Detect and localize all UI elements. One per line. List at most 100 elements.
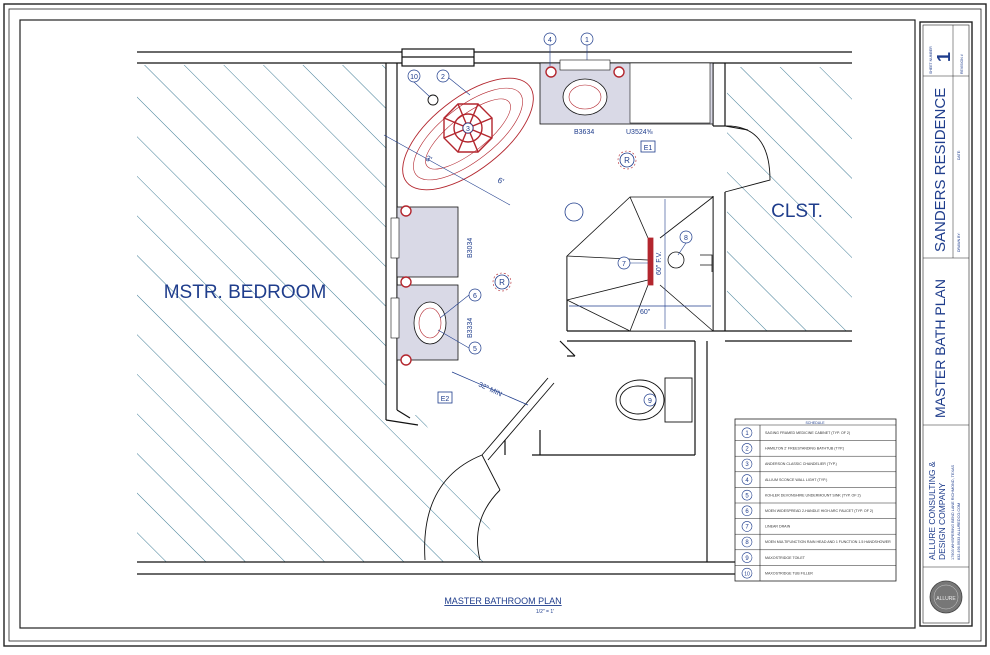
- legend-text: ALLIUM SCONCE WALL LIGHT (TYP.): [765, 478, 827, 482]
- tags: [437, 140, 656, 404]
- toilet: [615, 377, 693, 423]
- legend-num: 10: [744, 571, 750, 577]
- callout-5: 5: [473, 346, 477, 353]
- callout-2: 2: [441, 74, 445, 81]
- legend-row: 1 SAGING FRAMED MEDICINE CABINET (TYP. OF…: [741, 427, 850, 439]
- legend-row: 9 MAXOSTRIDGE TOILET: [741, 552, 806, 563]
- tag-r-1: R: [624, 156, 630, 165]
- legend-row: 8 MOEN MULTIFUNCTION RAIN HEAD AND 1 FUNC…: [741, 536, 891, 548]
- bedroom-label: MSTR. BEDROOM: [164, 282, 327, 303]
- project-name: SANDERS RESIDENCE: [932, 88, 949, 252]
- legend-num: 8: [745, 540, 749, 546]
- shower-height-label: 60" F.V.: [656, 251, 663, 275]
- legend-text: HAMILTON 2' FREESTANDING BATHTUB (TYP.): [765, 447, 844, 451]
- left-cabinet-1-label: B3034: [467, 238, 474, 258]
- company-contact: 832.496.9933 ALLUREDCO.COM: [957, 503, 961, 560]
- callout-8: 8: [684, 235, 688, 242]
- sconce-icon: [545, 66, 557, 78]
- legend-table: SCHEDULE: [734, 418, 897, 582]
- legend-num: 7: [745, 525, 749, 531]
- callout-7: 7: [622, 261, 626, 268]
- top-sink: [562, 78, 608, 116]
- drawn-by-label: DRAWN BY:: [957, 232, 961, 252]
- clearance-label: 32" MIN: [477, 381, 503, 398]
- legend-row: 3 ANDERSON CLASSIC CHANDELIER (TYP.): [741, 458, 837, 470]
- legend-num: 6: [745, 509, 749, 515]
- plan-title: MASTER BATHROOM PLAN: [444, 596, 561, 606]
- legend-num: 2: [745, 447, 749, 453]
- upper-cabinet: [629, 62, 711, 124]
- tag-r-2: R: [499, 278, 505, 287]
- company-line2: DESIGN COMPANY: [937, 482, 947, 560]
- legend-text: LINEAR DRAIN: [765, 525, 791, 529]
- legend-text: MOEN WIDESPREAD 2-HANDLE HIGH ARC FAUCET…: [765, 509, 873, 513]
- legend-text: MAXOSTRIDGE TOILET: [765, 556, 806, 560]
- inner-border: [8, 8, 982, 642]
- callout-9: 9: [648, 398, 652, 405]
- date-label: DATE:: [957, 150, 961, 160]
- tag-e2: E2: [441, 396, 450, 403]
- sheet-title: MASTER BATH PLAN: [932, 279, 948, 418]
- legend-row: 6 MOEN WIDESPREAD 2-HANDLE HIGH ARC FAUCE…: [741, 505, 873, 517]
- bedroom-hatch: [137, 65, 386, 562]
- entry-door: [424, 377, 555, 561]
- legend-row: 10 MAXOSTRIDGE TUB FILLER: [741, 567, 813, 579]
- sheet-number-label: SHEET NUMBER: [929, 46, 933, 74]
- closet-label: CLST.: [771, 201, 823, 222]
- legend-text: MAXOSTRIDGE TUB FILLER: [765, 571, 813, 575]
- tub-length-label: 6': [496, 176, 506, 187]
- callout-10: 10: [410, 74, 418, 81]
- legend-row: 4 ALLIUM SCONCE WALL LIGHT (TYP.): [741, 474, 827, 485]
- top-mirror: [559, 59, 611, 71]
- sconce-icon: [400, 276, 412, 288]
- sconce-icon: [400, 354, 412, 366]
- shower-width-label: 60": [640, 309, 651, 316]
- legend-text: MOEN MULTIFUNCTION RAIN HEAD AND 1 FUNCT…: [765, 540, 891, 544]
- title-block: [919, 21, 973, 627]
- legend-num: 3: [745, 462, 749, 468]
- company-logo: ALLURE: [929, 580, 963, 614]
- svg-text:ALLURE: ALLURE: [936, 596, 956, 602]
- shower: [566, 196, 714, 332]
- callout-3: 3: [466, 126, 470, 133]
- legend-rows: 1 SAGING FRAMED MEDICINE CABINET (TYP. OF…: [741, 427, 891, 579]
- clearance-dim: [451, 371, 529, 406]
- legend-row: 2 HAMILTON 2' FREESTANDING BATHTUB (TYP.): [741, 443, 844, 454]
- callout-numbers: 4 1 2 10 3 6 5 7 8 9: [410, 37, 688, 405]
- closet-door: [724, 125, 771, 193]
- sconce-icon: [400, 205, 412, 217]
- tub-filler: [427, 94, 439, 106]
- legend-num: 1: [745, 431, 749, 437]
- left-cabinet-1: [396, 206, 459, 278]
- tag-e1: E1: [644, 145, 653, 152]
- top-vanity-label: B3634: [574, 129, 594, 136]
- drawing-frame: [19, 19, 916, 629]
- sheet-number: 1: [934, 52, 954, 62]
- upper-cabinet-label: U3524⅝: [626, 129, 653, 136]
- lower-hatch: [386, 415, 510, 562]
- outer-border: [3, 3, 987, 647]
- legend-num: 4: [745, 478, 749, 484]
- legend-text: KOHLER DEVONSHIRE UNDERMOUNT SINK (TYP. …: [765, 493, 861, 497]
- legend-text: ANDERSON CLASSIC CHANDELIER (TYP.): [765, 462, 837, 466]
- legend-num: 9: [745, 556, 749, 562]
- legend-row: 7 LINEAR DRAIN: [741, 521, 791, 532]
- tub-width-label: 3': [424, 154, 434, 165]
- legend-text: SAGING FRAMED MEDICINE CABINET (TYP. OF …: [765, 431, 850, 435]
- closet-hatch: [727, 67, 852, 331]
- company-line1: ALLURE CONSULTING &: [927, 461, 937, 560]
- revision-label: REVISION #: [960, 54, 964, 74]
- sconce-icon: [613, 66, 625, 78]
- callout-6: 6: [473, 293, 477, 300]
- left-cabinet-2-label: B3334: [467, 318, 474, 338]
- legend-title: SCHEDULE: [805, 421, 825, 425]
- legend-num: 5: [745, 493, 749, 499]
- company-address: 17903 WHISPERING BEND LANE RICHMOND, TEX…: [951, 464, 955, 560]
- callout-1: 1: [585, 37, 589, 44]
- legend-row: 5 KOHLER DEVONSHIRE UNDERMOUNT SINK (TYP.…: [741, 489, 861, 501]
- callout-4: 4: [548, 37, 552, 44]
- plan-scale: 1/2" = 1': [536, 609, 554, 615]
- walls: [137, 48, 852, 575]
